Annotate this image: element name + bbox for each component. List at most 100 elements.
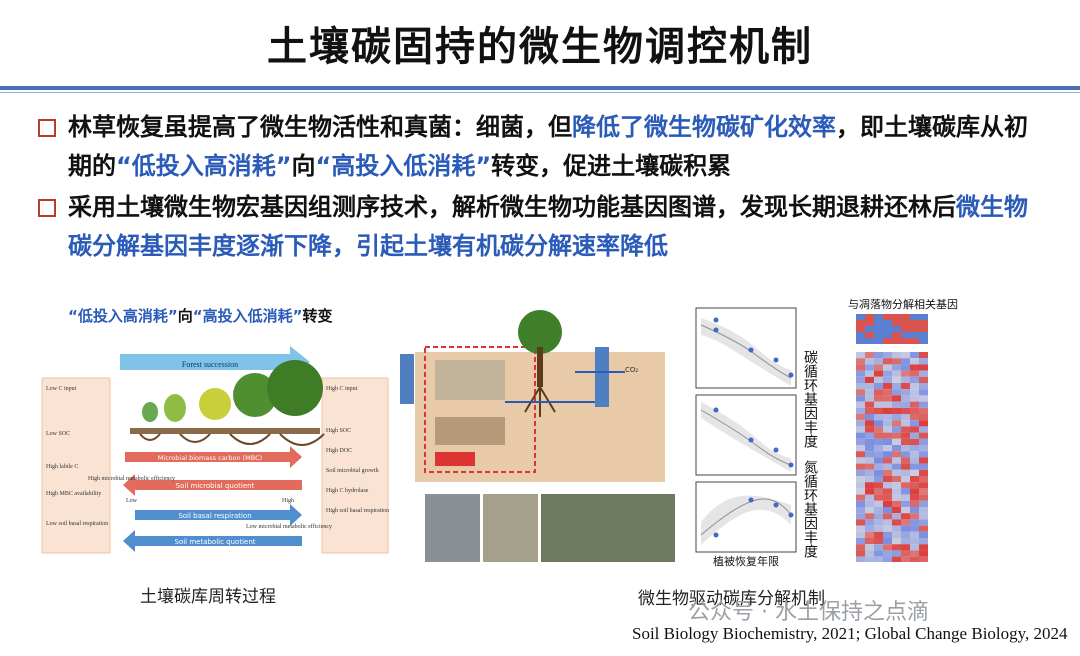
heatmap-cell xyxy=(919,370,928,377)
heatmap-cell xyxy=(883,469,892,476)
heatmap-cell xyxy=(865,414,874,421)
heatmap-cell xyxy=(910,463,919,470)
heatmap-cell xyxy=(910,488,919,495)
heatmap-cell xyxy=(865,488,874,495)
heatmap-cell xyxy=(892,476,901,483)
heatmap-cell xyxy=(910,476,919,483)
heatmap-cell xyxy=(865,463,874,470)
heatmap-cell xyxy=(892,338,901,344)
heatmap-cell xyxy=(919,525,928,532)
heatmap-cell xyxy=(874,544,883,551)
heatmap-cell xyxy=(874,482,883,489)
heatmap-cell xyxy=(865,531,874,538)
heatmap-cell xyxy=(856,383,865,390)
heatmap-cell xyxy=(892,525,901,532)
heatmap-cell xyxy=(910,370,919,377)
mid-right-label: Low microbial metabolic efficiency xyxy=(246,523,332,530)
heatmap-cell xyxy=(892,457,901,464)
heatmap-cell xyxy=(919,420,928,427)
heatmap-cell xyxy=(856,420,865,427)
caption-part: “高投入低消耗” xyxy=(192,307,303,325)
title-divider xyxy=(0,86,1080,90)
co2-label: CO₂ xyxy=(625,366,638,374)
heatmap-cell xyxy=(892,326,901,332)
heatmap-cell xyxy=(919,364,928,371)
x-axis-label: 植被恢复年限 xyxy=(713,554,779,568)
heatmap-cell xyxy=(901,463,910,470)
heatmap-cell xyxy=(901,500,910,507)
heatmap-cell xyxy=(856,494,865,501)
right-label: Soil microbial growth xyxy=(326,468,379,474)
heatmap-cell xyxy=(874,445,883,452)
heatmap-cell xyxy=(919,500,928,507)
heatmap-cell xyxy=(874,376,883,383)
heatmap-cell xyxy=(874,320,883,326)
heatmap-cell xyxy=(892,469,901,476)
heatmap-cell xyxy=(919,550,928,557)
heatmap-cell xyxy=(883,513,892,520)
caption-part: 向 xyxy=(177,307,193,325)
heatmap-cell xyxy=(910,338,919,344)
heatmap-cell xyxy=(883,326,892,332)
heatmap-cell xyxy=(901,482,910,489)
litterbag-photo-1 xyxy=(425,494,480,562)
heatmap-cell xyxy=(874,550,883,557)
heatmap-cell xyxy=(883,544,892,551)
heatmap-cell xyxy=(856,507,865,514)
heatmap-cell xyxy=(856,338,865,344)
heatmap-cell xyxy=(919,376,928,383)
litterbag-photo-2 xyxy=(483,494,538,562)
right-label: High DOC xyxy=(326,448,352,454)
heatmap-cell xyxy=(883,370,892,377)
heatmap-cell xyxy=(856,451,865,458)
bullet-text: 转变，促进土壤碳积累 xyxy=(491,152,732,180)
right-box-column xyxy=(321,377,389,554)
litter-photo xyxy=(435,360,505,400)
heatmap-cell xyxy=(865,395,874,402)
heatmap-cell xyxy=(910,445,919,452)
heatmap-cell xyxy=(919,338,928,344)
heatmap-cell xyxy=(865,320,874,326)
heatmap-cell xyxy=(865,507,874,514)
heatmap-cell xyxy=(901,538,910,545)
heatmap-cell xyxy=(901,370,910,377)
bullet-highlight: 降低了微生物碳矿化效率 xyxy=(572,113,836,141)
heatmap-cell xyxy=(901,513,910,520)
heatmap-cell xyxy=(901,414,910,421)
heatmap-cell xyxy=(856,389,865,396)
heatmap-cell xyxy=(865,538,874,545)
forest-succession-label: Forest succession xyxy=(182,360,238,369)
heatmap-cell xyxy=(910,358,919,365)
heatmap-cell xyxy=(919,432,928,439)
heatmap-cell xyxy=(910,469,919,476)
heatmap-cell xyxy=(901,320,910,326)
heatmap-cell xyxy=(856,519,865,526)
heatmap-cell xyxy=(892,426,901,433)
bullet-item-1: 林草恢复虽提高了微生物活性和真菌：细菌，但降低了微生物碳矿化效率，即土壤碳库从初… xyxy=(38,108,1048,186)
heatmap-cell xyxy=(910,544,919,551)
heatmap-cell xyxy=(865,370,874,377)
center-photo-strip xyxy=(425,494,675,562)
heatmap-cell xyxy=(883,457,892,464)
heatmap-cell xyxy=(865,550,874,557)
heatmap-cell xyxy=(901,550,910,557)
heatmap-cell xyxy=(892,556,901,562)
heatmap-cell xyxy=(856,401,865,408)
heatmap-cell xyxy=(865,438,874,445)
heatmap-cell xyxy=(883,438,892,445)
heatmap-cell xyxy=(901,389,910,396)
heatmap-cell xyxy=(910,438,919,445)
mid-left-label: High microbial metabolic efficiency xyxy=(88,475,175,482)
bullet-square-icon xyxy=(38,119,56,137)
basal-respiration-arrow xyxy=(135,504,302,526)
heatmap-cell xyxy=(910,507,919,514)
left-figure-caption: 土壤碳库周转过程 xyxy=(140,587,276,607)
bullet-item-2: 采用土壤微生物宏基因组测序技术，解析微生物功能基因图谱，发现长期退耕还林后微生物… xyxy=(38,188,1048,266)
bullet-text: 林草恢复虽提高了微生物活性和真菌：细菌，但 xyxy=(68,113,572,141)
heatmap-cell xyxy=(856,538,865,545)
heatmap-cell xyxy=(856,332,865,338)
heatmap-cell xyxy=(856,395,865,402)
incubation-photo xyxy=(541,494,675,562)
heatmap-cell xyxy=(919,438,928,445)
heatmap-cell xyxy=(901,383,910,390)
